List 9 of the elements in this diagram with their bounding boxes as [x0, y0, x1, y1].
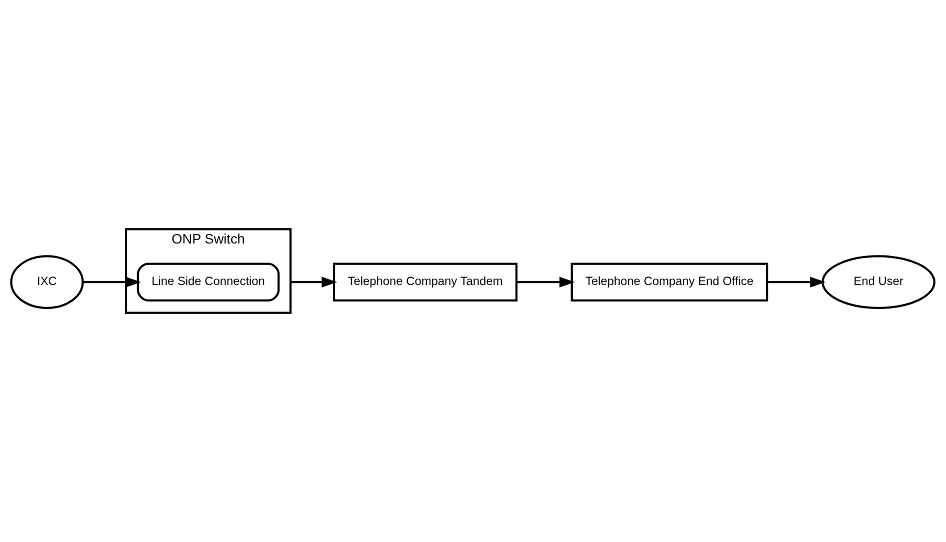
- node-ellipse: End User: [822, 255, 936, 309]
- arrow: [290, 276, 338, 288]
- arrow: [82, 276, 141, 288]
- node-box: Line Side Connection: [136, 262, 280, 302]
- node-ellipse: IXC: [10, 255, 84, 309]
- node-box: Telephone Company End Office: [570, 262, 768, 302]
- arrow: [516, 276, 575, 288]
- arrow: [767, 276, 826, 288]
- node-box: Telephone Company Tandem: [332, 262, 518, 302]
